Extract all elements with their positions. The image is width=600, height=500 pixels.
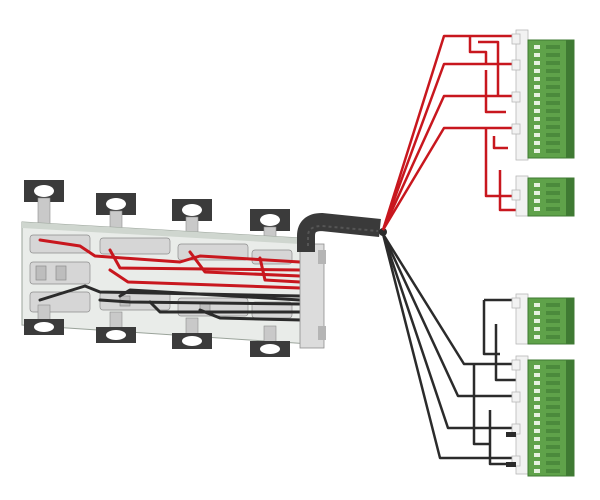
terminal-screw [534, 413, 540, 417]
terminal-slot [546, 191, 560, 195]
terminal-slot [546, 413, 560, 417]
terminal-screw [534, 327, 540, 331]
terminal-slot [546, 183, 560, 187]
terminal-block-large-lower [527, 359, 575, 477]
terminal-slot [546, 327, 560, 331]
terminal-screw [534, 319, 540, 323]
terminal-slot [546, 133, 560, 137]
terminal-screw [534, 389, 540, 393]
terminal-screw [534, 445, 540, 449]
terminal-screw [534, 183, 540, 187]
bottom-mounting-clip [96, 311, 136, 343]
terminal-screw [534, 117, 540, 121]
connector-strip-upper [511, 29, 529, 217]
terminal-slot [546, 461, 560, 465]
terminal-slot [546, 469, 560, 473]
black-wire-bundle [38, 284, 304, 322]
bottom-mounting-clip [24, 304, 64, 335]
terminal-screw [534, 93, 540, 97]
terminal-pins [534, 45, 560, 473]
terminal-slot [546, 405, 560, 409]
terminal-screw [534, 101, 540, 105]
terminal-slot [546, 69, 560, 73]
terminal-block-large-upper [527, 39, 575, 159]
terminal-slot [546, 373, 560, 377]
terminal-slot [546, 365, 560, 369]
terminal-slot [546, 445, 560, 449]
terminal-screw [534, 311, 540, 315]
terminal-screw [534, 469, 540, 473]
terminal-slot [546, 93, 560, 97]
terminal-slot [546, 149, 560, 153]
red-wire-bundle [38, 238, 302, 290]
terminal-slot [546, 389, 560, 393]
terminal-screw [534, 141, 540, 145]
busbar-assembly [21, 180, 326, 357]
terminal-slot [546, 319, 560, 323]
terminal-screw [534, 461, 540, 465]
terminal-slot [546, 453, 560, 457]
terminal-screw [534, 199, 540, 203]
terminal-screw [534, 85, 540, 89]
terminal-screw [534, 149, 540, 153]
terminal-slot [546, 437, 560, 441]
terminal-slot [546, 381, 560, 385]
terminal-screw [534, 365, 540, 369]
fan-out-junction [379, 228, 387, 236]
terminal-slot [546, 85, 560, 89]
bottom-mounting-clip [250, 325, 290, 357]
terminal-slot [546, 109, 560, 113]
terminal-screw [534, 381, 540, 385]
terminal-screw [534, 191, 540, 195]
bottom-mounting-clip [172, 317, 212, 349]
terminal-screw [534, 125, 540, 129]
terminal-screw [534, 61, 540, 65]
terminal-screw [534, 397, 540, 401]
cable-sleeve [297, 212, 381, 252]
terminal-slot [546, 53, 560, 57]
terminal-screw [534, 69, 540, 73]
connector-strip-lower [511, 293, 529, 475]
terminal-screw [534, 437, 540, 441]
terminal-slot [546, 141, 560, 145]
terminal-slot [546, 125, 560, 129]
terminal-screw [534, 207, 540, 211]
terminal-screw [534, 109, 540, 113]
terminal-slot [546, 397, 560, 401]
terminal-slot [546, 335, 560, 339]
terminal-slot [546, 199, 560, 203]
terminal-screw [534, 303, 540, 307]
terminal-slot [546, 421, 560, 425]
terminal-slot [546, 77, 560, 81]
terminal-screw [534, 373, 540, 377]
terminal-slot [546, 45, 560, 49]
terminal-screw [534, 77, 540, 81]
terminal-screw [534, 421, 540, 425]
terminal-slot [546, 101, 560, 105]
terminal-slot [546, 429, 560, 433]
terminal-slot [546, 61, 560, 65]
red-fanout-wires [381, 34, 520, 231]
terminal-screw [534, 429, 540, 433]
terminal-screw [534, 453, 540, 457]
terminal-screw [534, 45, 540, 49]
terminal-slot [546, 117, 560, 121]
black-fanout-wires [381, 233, 520, 466]
terminal-slot [546, 303, 560, 307]
terminal-slot [546, 311, 560, 315]
terminal-screw [534, 405, 540, 409]
terminal-screw [534, 53, 540, 57]
terminal-screw [534, 133, 540, 137]
terminal-screw [534, 335, 540, 339]
terminal-slot [546, 207, 560, 211]
